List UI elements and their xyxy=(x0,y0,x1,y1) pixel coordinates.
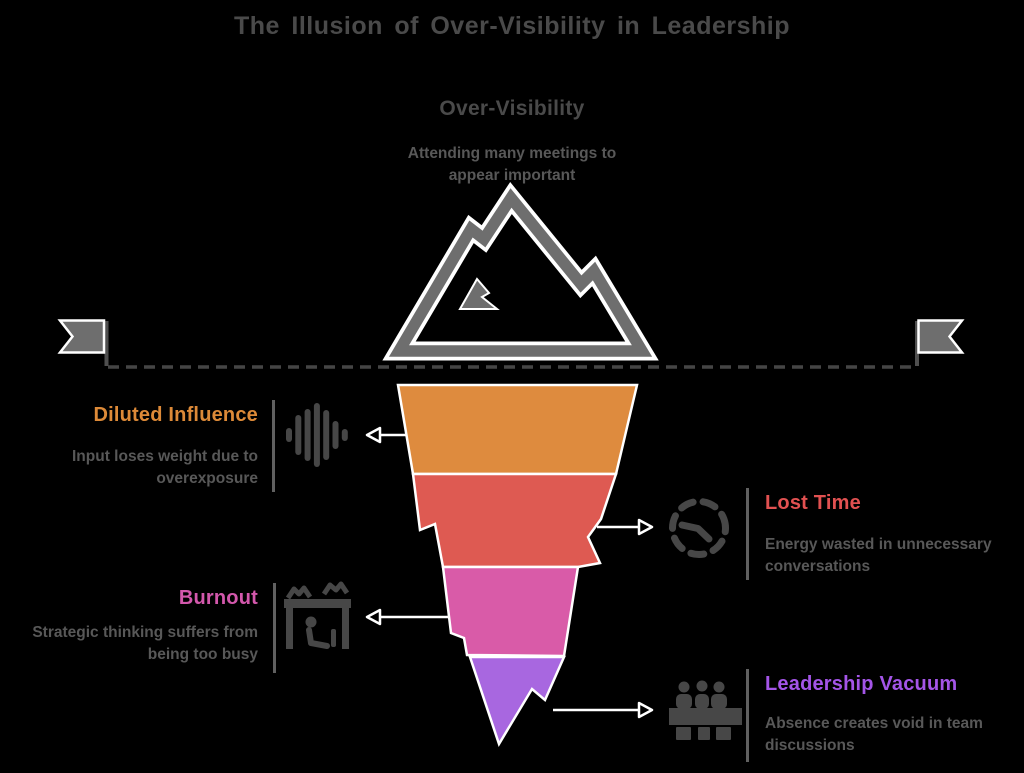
funnel-segment-lost-time xyxy=(411,472,618,569)
divider-diluted-influence xyxy=(272,400,275,492)
right-flag-icon xyxy=(915,319,965,366)
item-leadership-vacuum: Leadership Vacuum Absence creates void i… xyxy=(765,673,1024,757)
sound-wave-icon xyxy=(286,403,348,467)
funnel-segment-leadership-vacuum xyxy=(468,655,566,747)
item-burnout: Burnout Strategic thinking suffers from … xyxy=(8,587,258,666)
arrow-leadership-vacuum xyxy=(553,701,654,719)
mountain-icon xyxy=(382,181,659,361)
item-label: Burnout xyxy=(178,587,258,609)
leader-arrows xyxy=(365,426,654,719)
surface-description-line2: appear important xyxy=(448,167,576,184)
surface-description-line1: Attending many meetings to xyxy=(407,145,617,162)
divider-lost-time xyxy=(746,488,749,580)
left-flag-icon xyxy=(57,319,109,366)
divider-burnout xyxy=(273,583,276,673)
funnel-segment-diluted-influence xyxy=(396,383,639,476)
item-diluted-influence: Diluted Influence Input loses weight due… xyxy=(28,404,258,490)
dashed-clock-icon xyxy=(669,498,729,558)
divider-leadership-vacuum xyxy=(746,669,749,762)
item-description: Input loses weight due to overexposure xyxy=(72,448,258,487)
surface-description: Attending many meetings to appear import… xyxy=(0,143,1024,187)
funnel-segment-burnout xyxy=(441,565,580,658)
item-description: Strategic thinking suffers from being to… xyxy=(32,624,258,663)
page-title: The Illusion of Over-Visibility in Leade… xyxy=(233,12,791,40)
item-description: Absence creates void in team discussions xyxy=(765,715,983,754)
surface-heading: Over-Visibility xyxy=(439,97,585,120)
item-label: Diluted Influence xyxy=(93,404,258,426)
item-description: Energy wasted in unnecessary conversatio… xyxy=(765,536,992,575)
arrow-lost-time xyxy=(597,518,654,536)
item-label: Lost Time xyxy=(765,492,861,514)
item-lost-time: Lost Time Energy wasted in unnecessary c… xyxy=(765,492,1024,578)
arrow-diluted-influence xyxy=(365,426,407,444)
meeting-people-icon xyxy=(669,680,742,740)
item-label: Leadership Vacuum xyxy=(765,673,958,695)
arrow-burnout xyxy=(365,608,448,626)
collapsed-desk-icon xyxy=(284,581,351,649)
iceberg-funnel xyxy=(396,383,639,747)
